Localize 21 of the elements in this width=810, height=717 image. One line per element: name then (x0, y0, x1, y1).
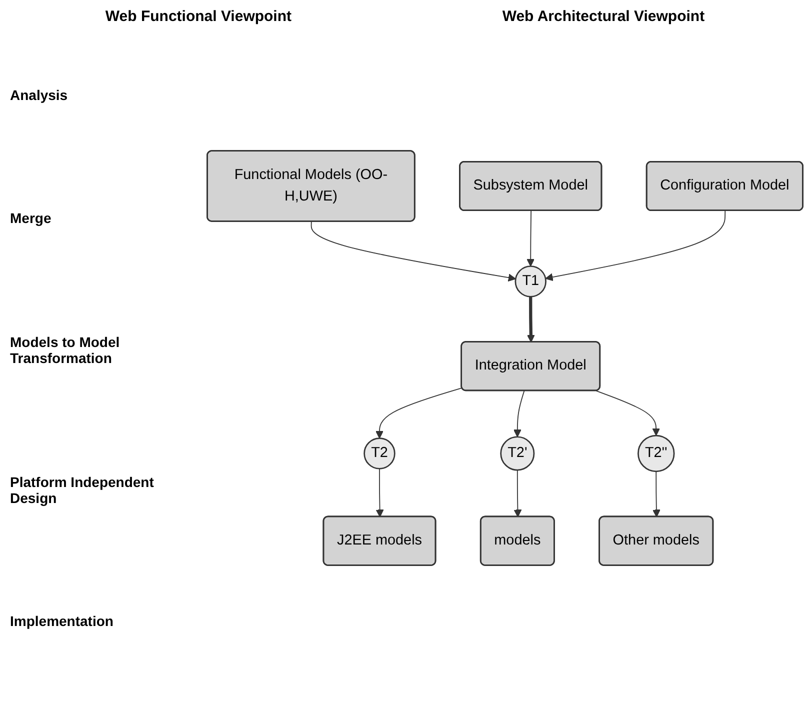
node-circle: T2'' (638, 434, 675, 472)
arrow (376, 468, 384, 518)
phase-label: Platform Independent Design (10, 474, 155, 506)
arrow (526, 210, 535, 267)
arrow (526, 296, 535, 343)
arrow (376, 387, 463, 439)
phase-label: Analysis (10, 86, 69, 103)
node-circle: T2' (500, 436, 535, 471)
phase-label: Models to Model Transformation (10, 334, 121, 366)
viewpoint-heading: Web Functional Viewpoint (105, 8, 292, 25)
arrow (596, 390, 660, 436)
phase-label: Implementation (10, 613, 114, 630)
node-circle: T1 (514, 266, 546, 298)
arrow (545, 210, 726, 282)
arrow (652, 470, 660, 518)
arrow (513, 390, 525, 438)
arrow (514, 470, 522, 518)
viewpoint-heading: Web Architectural Viewpoint (502, 8, 705, 25)
arrow (310, 221, 516, 282)
phase-label: Merge (10, 210, 52, 226)
node-circle: T2 (364, 438, 396, 470)
